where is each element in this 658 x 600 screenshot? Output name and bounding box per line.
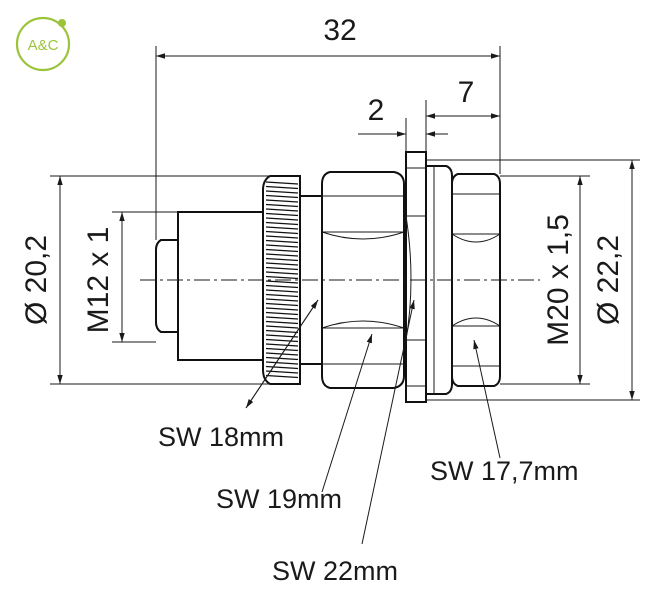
dim-nut-thickness: 2 (368, 94, 385, 127)
dim-left-diameter: Ø 20,2 (20, 235, 53, 325)
logo-text: A&C (28, 37, 59, 54)
wrench-size-callouts: SW 18mm SW 19mm SW 22mm SW 17,7mm (158, 299, 579, 586)
company-logo: A&C (15, 16, 71, 72)
dim-right-thread: M20 x 1,5 (542, 214, 575, 346)
label-sw17: SW 17,7mm (430, 456, 579, 486)
label-sw19: SW 19mm (216, 484, 342, 514)
dim-right-diameter: Ø 22,2 (592, 235, 625, 325)
label-sw18: SW 18mm (158, 422, 284, 452)
panel-nut-sw22 (405, 151, 427, 403)
dim-left-thread: M12 x 1 (82, 227, 115, 334)
dim-overall-length: 32 (323, 14, 356, 47)
logo-ring (15, 16, 71, 72)
logo-dot (58, 19, 66, 27)
dim-rear-length: 7 (458, 76, 475, 109)
connector-body (140, 151, 540, 403)
dimension-lines: 32 2 7 Ø 20,2 M12 x 1 M20 x 1,5 Ø 22,2 (20, 14, 640, 401)
knurl-pattern (265, 181, 299, 379)
label-sw22: SW 22mm (272, 556, 398, 586)
front-sleeve (177, 211, 265, 361)
